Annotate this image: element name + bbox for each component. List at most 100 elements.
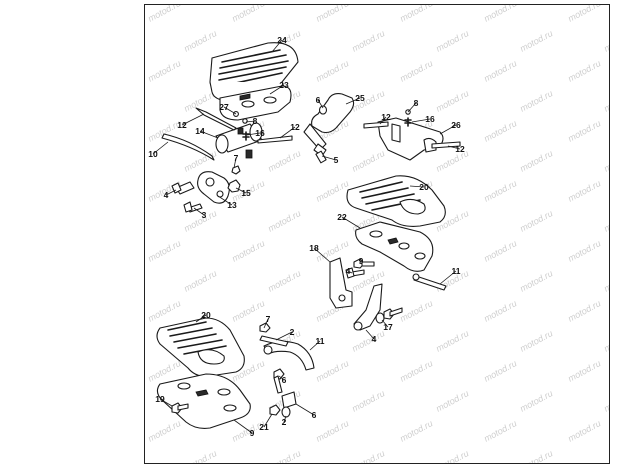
watermark-text: motod.ru <box>230 238 266 264</box>
watermark-text: motod.ru <box>434 328 470 354</box>
leader-line-13 <box>217 195 233 206</box>
part-22-footboard-plate-right <box>355 221 434 272</box>
watermark-text: motod.ru <box>602 448 625 468</box>
leader-lines <box>152 39 461 434</box>
leader-line-12 <box>447 145 461 150</box>
leader-line-20 <box>195 314 207 323</box>
watermark-text: motod.ru <box>350 28 386 54</box>
leader-line-23 <box>269 84 285 95</box>
part-18-bracket-mid <box>329 257 353 309</box>
watermark-text: motod.ru <box>566 0 602 24</box>
part-6-washer-lower <box>281 406 291 418</box>
part-2-bolt-lower <box>269 404 281 416</box>
watermark-text: motod.ru <box>482 298 518 324</box>
part-4-bolt-mid <box>345 267 365 279</box>
watermark-text: motod.ru <box>602 328 625 354</box>
part-19-lever-arm <box>353 283 383 331</box>
watermark-text: motod.ru <box>182 28 218 54</box>
leader-line-11 <box>439 270 457 285</box>
leader-line-22 <box>341 216 361 229</box>
watermark-text: motod.ru <box>434 28 470 54</box>
leader-line-9 <box>233 419 253 434</box>
callout-6: 6 <box>316 95 321 105</box>
callout-11: 11 <box>452 266 461 276</box>
leader-line-19 <box>159 398 173 407</box>
callout-4: 4 <box>164 190 169 200</box>
watermark-text: motod.ru <box>398 358 434 384</box>
watermark-text: motod.ru <box>314 358 350 384</box>
leader-line-6 <box>295 403 315 416</box>
leader-line-16 <box>411 118 431 123</box>
part-6-washer-upper <box>318 105 328 115</box>
watermark-text: motod.ru <box>146 58 182 84</box>
watermark-text: motod.ru <box>146 298 182 324</box>
leader-line-2 <box>275 331 293 341</box>
callout-23: 23 <box>279 80 289 90</box>
callout-8: 8 <box>253 116 258 126</box>
leader-line-4 <box>365 329 375 340</box>
watermark-text: motod.ru <box>602 208 625 234</box>
part-8-ball-upper <box>242 118 248 124</box>
watermark-text: motod.ru <box>146 0 182 24</box>
leader-line-27 <box>223 106 237 115</box>
watermark-text: motod.ru <box>602 388 625 414</box>
leader-line-25 <box>345 97 361 105</box>
leader-line-4 <box>347 270 353 274</box>
leader-line-16 <box>246 132 261 136</box>
callout-16: 16 <box>425 114 435 124</box>
watermark-text: motod.ru <box>398 0 434 24</box>
watermark-text: motod.ru <box>518 208 554 234</box>
part-3-bolt <box>183 201 203 213</box>
watermark-text: motod.ru <box>434 448 470 468</box>
callout-4: 4 <box>372 334 377 344</box>
callout-6: 6 <box>282 375 287 385</box>
callout-21: 21 <box>259 422 269 432</box>
watermark-text: motod.ru <box>434 88 470 114</box>
watermark-text: motod.ru <box>314 0 350 24</box>
leader-line-11 <box>309 340 321 351</box>
part-20-footboard-pad-right <box>346 175 446 227</box>
leader-line-12 <box>379 116 387 125</box>
part-4-bolt-upper <box>171 181 195 195</box>
leader-line-8 <box>407 102 417 113</box>
callout-12: 12 <box>455 144 465 154</box>
watermark-text: motod.ru <box>182 448 218 468</box>
callout-13: 13 <box>227 200 237 210</box>
watermark-text: motod.ru <box>482 358 518 384</box>
callout-9: 9 <box>359 256 364 266</box>
watermark-text: motod.ru <box>518 148 554 174</box>
watermark-text: motod.ru <box>518 88 554 114</box>
callout-27: 27 <box>219 102 229 112</box>
leader-line-12 <box>279 126 296 139</box>
part-11-pin-lower <box>259 335 289 347</box>
watermark-text: motod.ru <box>482 418 518 444</box>
watermark-text: motod.ru <box>518 388 554 414</box>
part-5-bolt <box>313 143 327 164</box>
part-25-mount-bracket <box>303 93 355 151</box>
watermark-text: motod.ru <box>314 58 350 84</box>
callout-5: 5 <box>334 155 339 165</box>
leader-line-6 <box>317 99 324 109</box>
leader-line-21 <box>263 413 273 428</box>
part-12-pivot-pins-right <box>363 121 461 149</box>
watermark-text: motod.ru <box>230 0 266 24</box>
part-14-hinge-tube <box>215 122 263 159</box>
callout-11: 11 <box>316 336 325 346</box>
leader-line-20 <box>409 185 425 188</box>
watermark-text: motod.ru <box>602 28 625 54</box>
part-16-spring-upper <box>242 131 250 141</box>
watermark-text: motod.ru <box>518 268 554 294</box>
part-9-bolt-mid <box>353 258 375 269</box>
callout-18: 18 <box>309 243 319 253</box>
leader-line-10 <box>152 141 169 155</box>
callout-20: 20 <box>419 182 429 192</box>
part-7-nut-lower <box>259 322 271 333</box>
watermark-text: motod.ru <box>602 88 625 114</box>
callout-7: 7 <box>266 314 271 324</box>
watermark-text: motod.ru <box>266 148 302 174</box>
part-9-bolt-lower <box>171 402 189 414</box>
leader-line-4 <box>165 189 177 196</box>
watermark-text: motod.ru <box>314 418 350 444</box>
